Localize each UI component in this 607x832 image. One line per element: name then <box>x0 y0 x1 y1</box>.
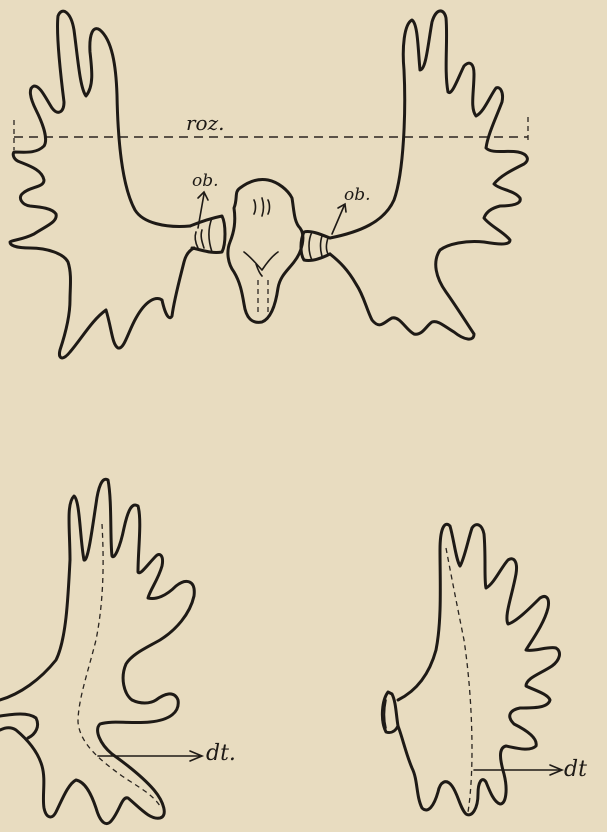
width-label: roz. <box>186 111 225 135</box>
left-rim-label: ob. <box>192 171 219 191</box>
right-rim-label: ob. <box>344 185 371 205</box>
bottom-right-dt-label: dt <box>564 757 587 782</box>
bottom-left-dt-label: dt. <box>206 741 236 766</box>
